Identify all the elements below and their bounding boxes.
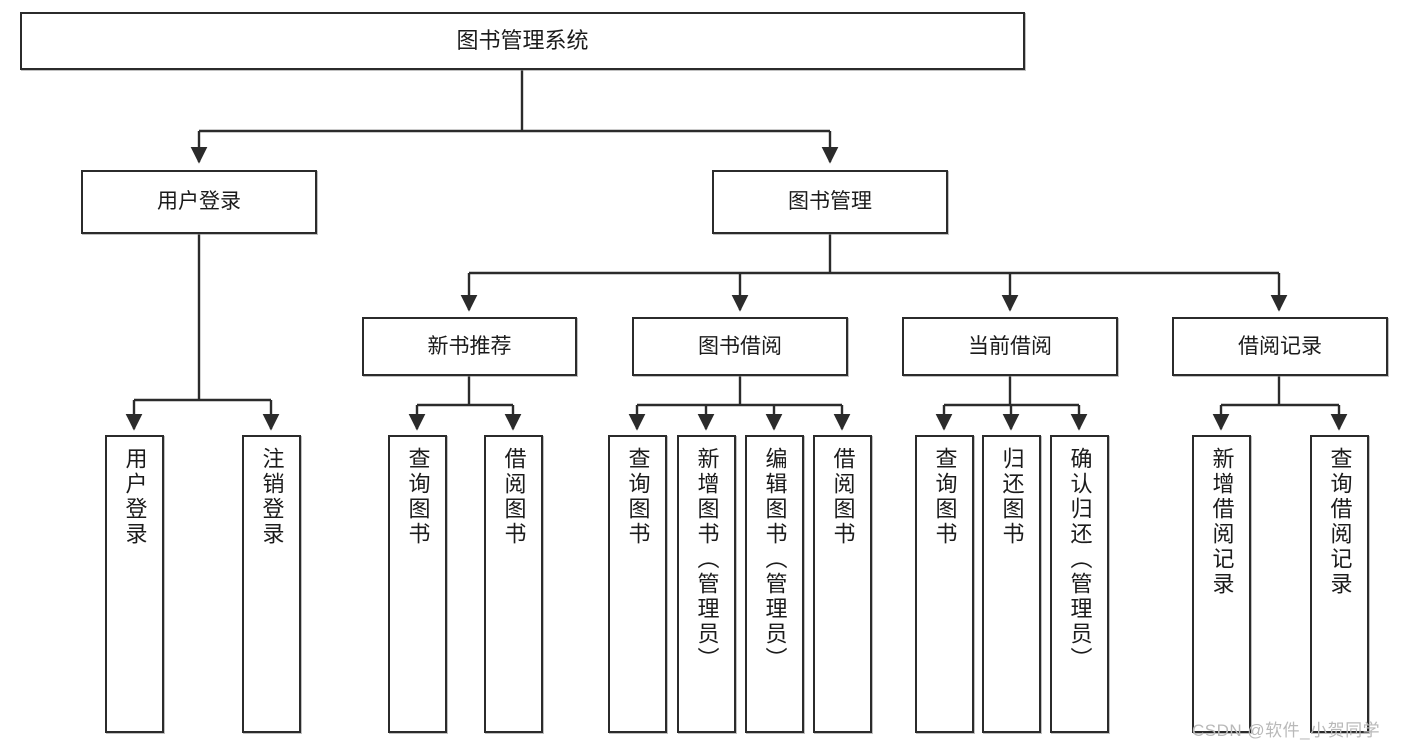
leaf-borrow-add-book-admin[interactable]: 新增图书（管理员） bbox=[677, 435, 736, 733]
leaf-user-login-logout[interactable]: 注销登录 bbox=[242, 435, 301, 733]
node-label: 查询图书 bbox=[625, 447, 651, 547]
leaf-borrow-edit-book-admin[interactable]: 编辑图书（管理员） bbox=[745, 435, 804, 733]
node-label: 借阅记录 bbox=[1238, 334, 1322, 358]
node-label: 查询图书 bbox=[405, 447, 431, 547]
leaf-records-query-record[interactable]: 查询借阅记录 bbox=[1310, 435, 1369, 733]
node-label: 借阅图书 bbox=[830, 447, 856, 547]
node-label: 查询借阅记录 bbox=[1327, 447, 1353, 597]
leaf-current-confirm-return-admin[interactable]: 确认归还（管理员） bbox=[1050, 435, 1109, 733]
node-root-system[interactable]: 图书管理系统 bbox=[20, 12, 1025, 70]
node-book-management[interactable]: 图书管理 bbox=[712, 170, 948, 234]
leaf-new-books-borrow[interactable]: 借阅图书 bbox=[484, 435, 543, 733]
node-new-book-recommend[interactable]: 新书推荐 bbox=[362, 317, 577, 376]
leaf-current-return-book[interactable]: 归还图书 bbox=[982, 435, 1041, 733]
node-label: 图书管理系统 bbox=[456, 27, 589, 53]
leaf-borrow-borrow-book[interactable]: 借阅图书 bbox=[813, 435, 872, 733]
node-label: 借阅图书 bbox=[501, 447, 527, 547]
node-label: 新增借阅记录 bbox=[1209, 447, 1235, 597]
node-label: 查询图书 bbox=[932, 447, 958, 547]
node-label: 归还图书 bbox=[999, 447, 1025, 547]
leaf-user-login-login[interactable]: 用户登录 bbox=[105, 435, 164, 733]
node-book-borrow[interactable]: 图书借阅 bbox=[632, 317, 848, 376]
node-label: 注销登录 bbox=[259, 447, 285, 547]
node-current-borrow[interactable]: 当前借阅 bbox=[902, 317, 1118, 376]
node-label: 用户登录 bbox=[122, 447, 148, 547]
node-label: 新增图书（管理员） bbox=[694, 447, 720, 672]
node-label: 图书借阅 bbox=[698, 334, 782, 358]
leaf-current-query-book[interactable]: 查询图书 bbox=[915, 435, 974, 733]
node-label: 确认归还（管理员） bbox=[1067, 447, 1093, 672]
node-user-login[interactable]: 用户登录 bbox=[81, 170, 317, 234]
leaf-borrow-query-book[interactable]: 查询图书 bbox=[608, 435, 667, 733]
node-label: 新书推荐 bbox=[427, 334, 512, 358]
node-label: 图书管理 bbox=[788, 190, 872, 214]
leaf-records-add-record[interactable]: 新增借阅记录 bbox=[1192, 435, 1251, 733]
node-label: 当前借阅 bbox=[968, 334, 1052, 358]
leaf-new-books-query[interactable]: 查询图书 bbox=[388, 435, 447, 733]
node-borrow-records[interactable]: 借阅记录 bbox=[1172, 317, 1388, 376]
node-label: 用户登录 bbox=[157, 190, 241, 214]
node-label: 编辑图书（管理员） bbox=[762, 447, 788, 672]
